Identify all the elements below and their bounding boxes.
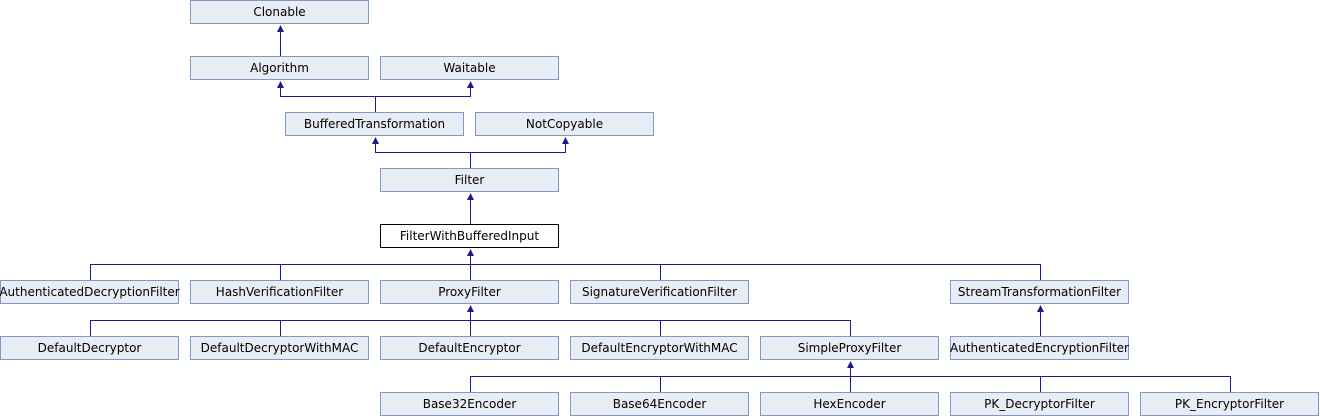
node-hex-encoder[interactable]: HexEncoder: [760, 392, 939, 416]
node-authenticated-encryption-filter[interactable]: AuthenticatedEncryptionFilter: [950, 336, 1129, 360]
node-authenticated-decryption-filter[interactable]: AuthenticatedDecryptionFilter: [0, 280, 180, 304]
node-default-encryptor-with-mac[interactable]: DefaultEncryptorWithMAC: [570, 336, 749, 360]
inheritance-arrowhead: [467, 81, 474, 88]
inheritance-edge: [470, 144, 566, 168]
inheritance-arrowhead: [277, 81, 284, 88]
node-waitable[interactable]: Waitable: [380, 56, 559, 80]
inheritance-edge: [660, 368, 851, 392]
inheritance-edge: [850, 368, 1041, 392]
inheritance-arrowhead: [467, 193, 474, 200]
node-simple-proxy-filter[interactable]: SimpleProxyFilter: [760, 336, 939, 360]
inheritance-edge: [470, 256, 1041, 280]
inheritance-edge: [470, 256, 661, 280]
node-pk-encryptor-filter[interactable]: PK_EncryptorFilter: [1140, 392, 1319, 416]
node-base32-encoder[interactable]: Base32Encoder: [380, 392, 559, 416]
node-stream-transformation-filter[interactable]: StreamTransformationFilter: [950, 280, 1129, 304]
node-proxy-filter[interactable]: ProxyFilter: [380, 280, 559, 304]
inheritance-edge: [470, 312, 851, 336]
inheritance-arrowhead: [277, 25, 284, 32]
inheritance-edge: [375, 144, 471, 168]
inheritance-arrowhead: [847, 361, 854, 368]
node-default-decryptor[interactable]: DefaultDecryptor: [0, 336, 179, 360]
inheritance-edge: [375, 88, 471, 112]
node-signature-verification-filter[interactable]: SignatureVerificationFilter: [570, 280, 749, 304]
node-filter[interactable]: Filter: [380, 168, 559, 192]
node-hash-verification-filter[interactable]: HashVerificationFilter: [190, 280, 369, 304]
inheritance-edge: [280, 88, 376, 112]
inheritance-edge: [850, 368, 1231, 392]
node-pk-decryptor-filter[interactable]: PK_DecryptorFilter: [950, 392, 1129, 416]
inheritance-arrowhead: [372, 137, 379, 144]
inheritance-arrowhead: [562, 137, 569, 144]
node-algorithm[interactable]: Algorithm: [190, 56, 369, 80]
inheritance-edge: [470, 312, 661, 336]
inheritance-edge: [280, 312, 471, 336]
inheritance-arrowhead: [467, 305, 474, 312]
node-default-decryptor-with-mac[interactable]: DefaultDecryptorWithMAC: [190, 336, 369, 360]
node-default-encryptor[interactable]: DefaultEncryptor: [380, 336, 559, 360]
node-clonable[interactable]: Clonable: [190, 0, 369, 24]
inheritance-edge: [280, 256, 471, 280]
node-base64-encoder[interactable]: Base64Encoder: [570, 392, 749, 416]
inheritance-arrowhead: [467, 249, 474, 256]
node-not-copyable[interactable]: NotCopyable: [475, 112, 654, 136]
node-filter-with-buffered-input: FilterWithBufferedInput: [380, 224, 559, 248]
inheritance-arrowhead: [1037, 305, 1044, 312]
node-buffered-transformation[interactable]: BufferedTransformation: [285, 112, 464, 136]
